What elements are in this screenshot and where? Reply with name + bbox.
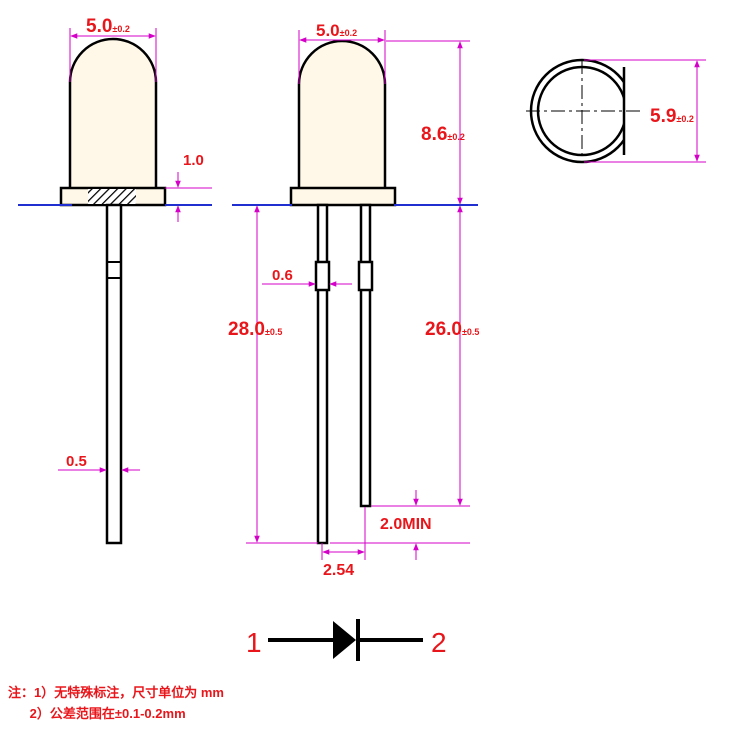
- dim-flange-diameter: 5.9±0.2: [650, 106, 694, 127]
- dim-pitch: 2.54: [323, 562, 354, 579]
- led-dome-front: [297, 39, 387, 188]
- svg-text:5.9±0.2: 5.9±0.2: [650, 106, 694, 127]
- dim-flange: 1.0: [183, 152, 204, 169]
- svg-text:28.0±0.5: 28.0±0.5: [228, 319, 282, 340]
- top-view: [526, 55, 706, 167]
- dim-lead-offset: 2.0MIN: [380, 516, 432, 533]
- svg-text:5.0±0.2: 5.0±0.2: [86, 16, 130, 37]
- lead-left-side: [105, 203, 123, 545]
- led-dome-side: [68, 37, 158, 188]
- note-line-2: 2）公差范围在±0.1-0.2mm: [8, 706, 186, 721]
- pin-1-label: 1: [246, 627, 262, 658]
- long-lead: [314, 203, 331, 545]
- svg-text:5.0±0.2: 5.0±0.2: [316, 21, 357, 40]
- side-view-left: [18, 28, 212, 545]
- dim-lead-thickness: 0.5: [66, 453, 87, 470]
- flange-hatch: [88, 189, 136, 204]
- notes: 注：1）无特殊标注，尺寸单位为 mm 2）公差范围在±0.1-0.2mm: [8, 682, 224, 724]
- dim-top-width-left: 5.0±0.2: [86, 16, 130, 37]
- short-lead: [357, 203, 374, 508]
- diode-symbol: 1 2: [246, 619, 447, 661]
- front-view: [232, 30, 478, 560]
- dim-short-lead: 26.0±0.5: [425, 319, 479, 340]
- dim-lead-width: 0.6: [272, 267, 293, 284]
- svg-text:8.6±0.2: 8.6±0.2: [421, 124, 465, 145]
- dim-top-width-right: 5.0±0.2: [316, 21, 357, 40]
- dim-body-height: 8.6±0.2: [421, 124, 465, 145]
- svg-text:26.0±0.5: 26.0±0.5: [425, 319, 479, 340]
- note-line-1: 注：1）无特殊标注，尺寸单位为 mm: [8, 685, 224, 700]
- flange-front: [289, 186, 397, 207]
- dim-long-lead: 28.0±0.5: [228, 319, 282, 340]
- pin-2-label: 2: [431, 627, 447, 658]
